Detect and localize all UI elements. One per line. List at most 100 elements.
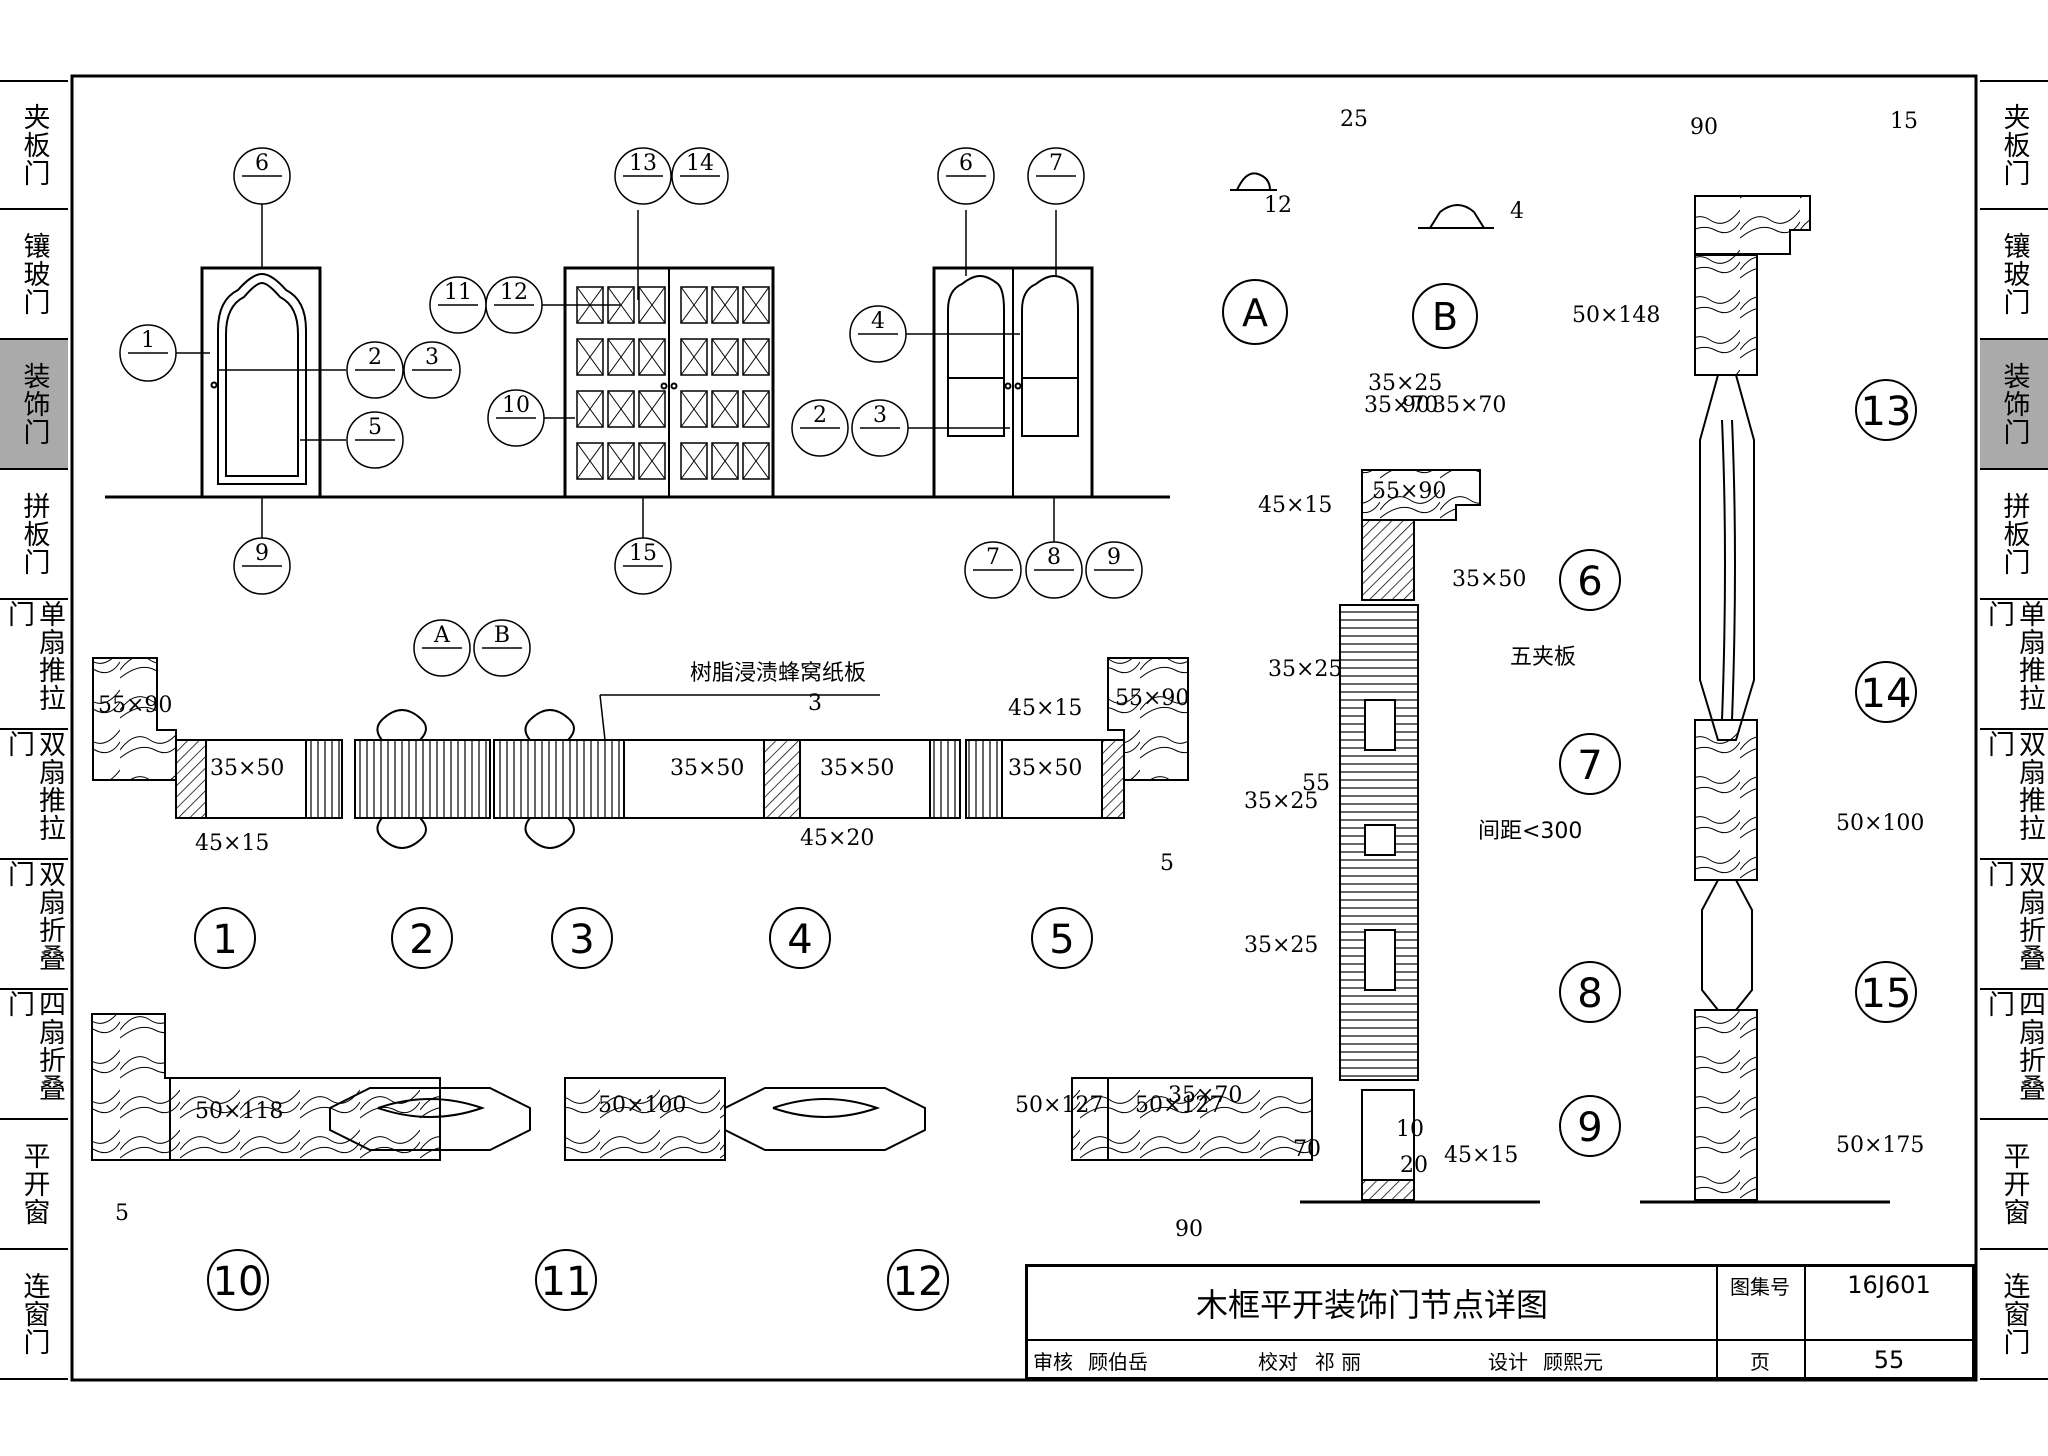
- dimension-label: 20: [1400, 1153, 1428, 1178]
- section-number-14: 14: [1855, 661, 1917, 723]
- dimension-label: 35×25: [1244, 933, 1318, 958]
- right-tab-3[interactable]: 拼板门: [1980, 470, 2048, 600]
- svg-text:6: 6: [1577, 559, 1602, 605]
- dimension-label: 50×175: [1836, 1133, 1924, 1158]
- svg-text:1: 1: [212, 917, 237, 963]
- callout-6: 6: [937, 147, 995, 205]
- section-number-1: 1: [194, 907, 256, 969]
- section-number-2: 2: [391, 907, 453, 969]
- profile-details: [1230, 172, 1494, 229]
- dimension-label: 35×70: [1168, 1083, 1242, 1108]
- svg-text:1: 1: [141, 328, 155, 353]
- svg-text:13: 13: [1861, 389, 1912, 435]
- left-tab-0[interactable]: 夹板门: [0, 80, 68, 210]
- elevation-leaders: [171, 198, 1057, 547]
- left-tab-3[interactable]: 拼板门: [0, 470, 68, 600]
- review-label: 审核: [1033, 1349, 1073, 1374]
- right-tab-4[interactable]: 单扇推拉门: [1980, 600, 2048, 730]
- callout-7: 7: [964, 541, 1022, 599]
- section-number-8: 8: [1559, 961, 1621, 1023]
- right-tab-1[interactable]: 镶玻门: [1980, 210, 2048, 340]
- section-number-6: 6: [1559, 549, 1621, 611]
- right-tab-0[interactable]: 夹板门: [1980, 80, 2048, 210]
- dimension-label: 50×148: [1572, 303, 1660, 328]
- dimension-label: 50×118: [195, 1099, 283, 1124]
- dimension-label: 4: [1510, 199, 1524, 224]
- svg-text:6: 6: [959, 151, 973, 176]
- svg-text:B: B: [1432, 295, 1458, 339]
- left-tab-2[interactable]: 装饰门: [0, 340, 68, 470]
- dimension-label: 90: [1175, 1217, 1203, 1242]
- svg-text:3: 3: [425, 345, 439, 370]
- svg-text:11: 11: [444, 280, 472, 305]
- callout-14: 14: [671, 147, 729, 205]
- dimension-label: 35×50: [210, 756, 284, 781]
- dimension-label: 45×15: [1444, 1143, 1518, 1168]
- left-tab-8[interactable]: 平开窗: [0, 1120, 68, 1250]
- svg-text:6: 6: [255, 151, 269, 176]
- svg-text:7: 7: [1577, 743, 1602, 789]
- right-tab-6[interactable]: 双扇折叠门: [1980, 860, 2048, 990]
- dimension-label: 50×127: [1015, 1093, 1103, 1118]
- section-number-15: 15: [1855, 961, 1917, 1023]
- section-number-11: 11: [535, 1249, 597, 1311]
- dimension-label: 45×15: [195, 831, 269, 856]
- svg-text:7: 7: [1049, 151, 1063, 176]
- dimension-label: 55×90: [98, 693, 172, 718]
- right-tab-8[interactable]: 平开窗: [1980, 1120, 2048, 1250]
- svg-text:14: 14: [686, 151, 714, 176]
- dimension-label: 10: [1396, 1117, 1424, 1142]
- left-tab-7[interactable]: 四扇折叠门: [0, 990, 68, 1120]
- callout-4: 4: [849, 305, 907, 363]
- callout-5: 5: [346, 411, 404, 469]
- section-number-13: 13: [1855, 379, 1917, 441]
- left-tab-1[interactable]: 镶玻门: [0, 210, 68, 340]
- callout-A: A: [413, 619, 471, 677]
- dimension-label: 35×50: [1008, 756, 1082, 781]
- left-tab-6[interactable]: 双扇折叠门: [0, 860, 68, 990]
- svg-text:2: 2: [813, 403, 827, 428]
- callout-2: 2: [791, 399, 849, 457]
- section-number-4: 4: [769, 907, 831, 969]
- callout-9: 9: [1085, 541, 1143, 599]
- svg-text:7: 7: [986, 545, 1000, 570]
- svg-text:2: 2: [368, 345, 382, 370]
- svg-text:9: 9: [1107, 545, 1121, 570]
- right-tab-5[interactable]: 双扇推拉门: [1980, 730, 2048, 860]
- dimension-label: 90: [1402, 393, 1430, 418]
- svg-text:2: 2: [409, 917, 434, 963]
- callout-12: 12: [485, 276, 543, 334]
- right-tab-7[interactable]: 四扇折叠门: [1980, 990, 2048, 1120]
- dimension-label: 70: [1293, 1137, 1321, 1162]
- svg-text:9: 9: [255, 541, 269, 566]
- dimension-label: 3: [808, 691, 822, 716]
- bottom-sections: [91, 1013, 1313, 1161]
- section-number-10: 10: [207, 1249, 269, 1311]
- svg-text:12: 12: [500, 280, 528, 305]
- callout-1: 1: [119, 324, 177, 382]
- svg-text:10: 10: [213, 1259, 264, 1305]
- section-number-12: 12: [887, 1249, 949, 1311]
- section-number-9: 9: [1559, 1095, 1621, 1157]
- door-grid-panels: [576, 286, 770, 480]
- left-tab-5[interactable]: 双扇推拉门: [0, 730, 68, 860]
- right-tab-9[interactable]: 连窗门: [1980, 1250, 2048, 1380]
- svg-text:4: 4: [787, 917, 812, 963]
- callout-15: 15: [614, 537, 672, 595]
- reviewer-name: 顾伯岳: [1088, 1349, 1148, 1374]
- dimension-label: 35×70: [1432, 393, 1506, 418]
- dimension-label: 5: [1160, 851, 1174, 876]
- drawing-border: [70, 74, 1978, 1382]
- svg-text:A: A: [1242, 291, 1268, 335]
- vertical-section-6-9: [1300, 469, 1540, 1204]
- left-tab-4[interactable]: 单扇推拉门: [0, 600, 68, 730]
- dimension-label: 50×127: [1135, 1093, 1223, 1118]
- right-tab-2[interactable]: 装饰门: [1980, 340, 2048, 470]
- section-number-3: 3: [551, 907, 613, 969]
- dimension-label: 15: [1890, 109, 1918, 134]
- left-tab-9[interactable]: 连窗门: [0, 1250, 68, 1380]
- svg-text:11: 11: [541, 1259, 592, 1305]
- dimension-label: 55×90: [1115, 686, 1189, 711]
